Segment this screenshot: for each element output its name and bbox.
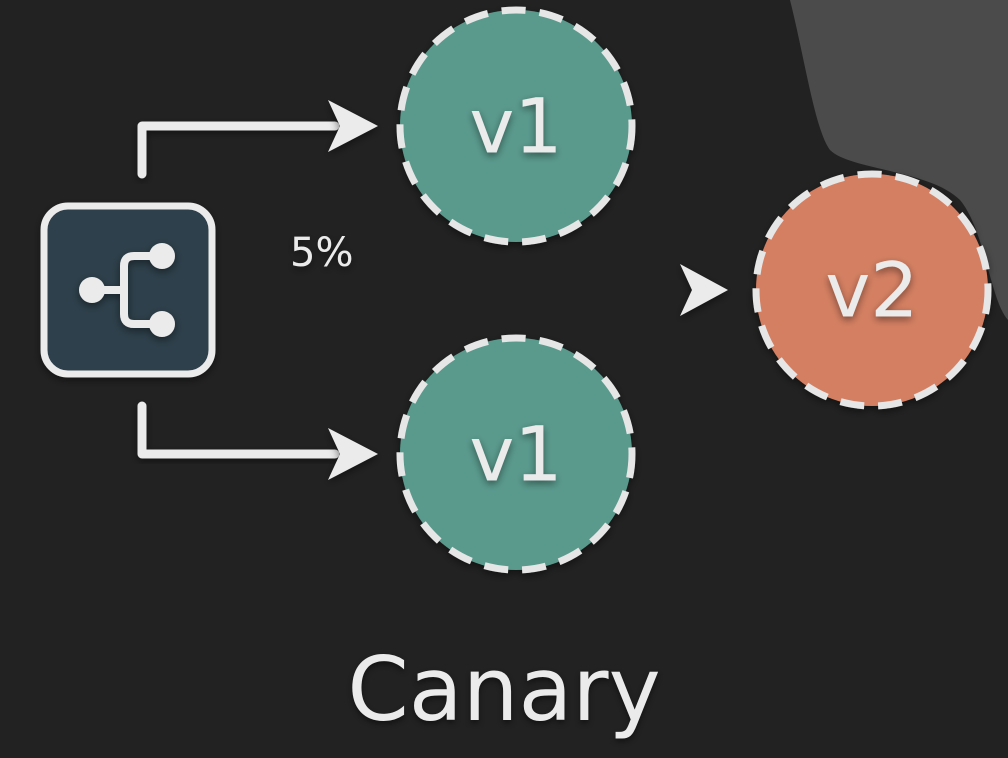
branch-split-icon: [79, 243, 175, 337]
service-node-v1-bottom: v1: [396, 334, 636, 574]
router-node: [40, 202, 216, 378]
service-node-v1-top: v1: [396, 6, 636, 246]
edge-to-v2: 5%: [229, 230, 728, 316]
backdrop-shape: [790, 0, 1008, 320]
diagram-caption: Canary: [347, 638, 661, 741]
node-label-v1-top: v1: [469, 82, 562, 171]
edge-to-v1-bottom: [137, 401, 378, 480]
edge-to-v1-top: [137, 100, 378, 179]
node-label-v1-bottom: v1: [469, 410, 562, 499]
node-label-v2: v2: [825, 246, 918, 335]
edge-label-5-percent: 5%: [290, 230, 353, 276]
service-node-v2: v2: [752, 170, 992, 410]
